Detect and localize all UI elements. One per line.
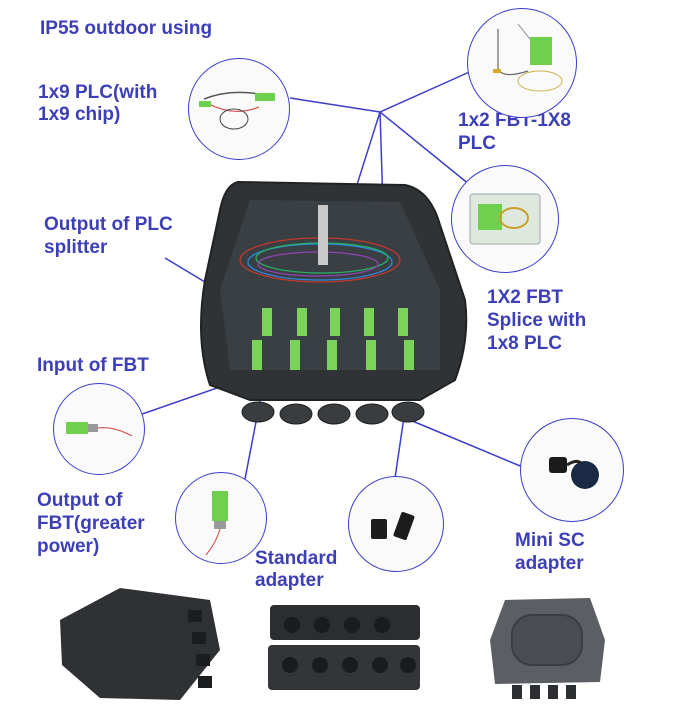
label-1x9-plc-line2: 1x9 chip) [38,104,121,125]
label-output-plc-line2: splitter [44,237,108,258]
title-ip55: IP55 outdoor using [40,18,213,39]
label-minisc-line2: adapter [515,553,584,574]
label-output-fbt-line1: Output of [37,490,123,511]
label-fbt-splice-line3: 1x8 PLC [487,333,562,354]
label-output-plc-line1: Output of PLC [44,214,173,235]
standard-adapter-photo [348,476,444,572]
label-output-fbt-line2: FBT(greater [37,513,145,534]
input-fbt-photo [53,383,145,475]
label-output-fbt-line3: power) [37,536,100,557]
output-fbt-photo [175,472,267,564]
label-1x2-fbt-line1: 1x2 FBT-1X8 [458,110,571,131]
plc-1x9-photo [188,58,290,160]
label-input-fbt: Input of FBT [37,355,149,376]
mini-sc-adapter-photo [520,418,624,522]
label-minisc-line1: Mini SC [515,530,585,551]
fbt-splice-photo [451,165,559,273]
fbt-1x2-plc-photo [467,8,577,118]
label-standard-line2: adapter [255,570,324,591]
label-standard-line1: Standard [255,548,338,569]
label-1x9-plc-line1: 1x9 PLC(with [38,82,158,103]
label-fbt-splice-line2: Splice with [487,310,587,331]
label-1x2-fbt-line2: PLC [458,133,496,154]
label-fbt-splice-line1: 1X2 FBT [487,287,564,308]
